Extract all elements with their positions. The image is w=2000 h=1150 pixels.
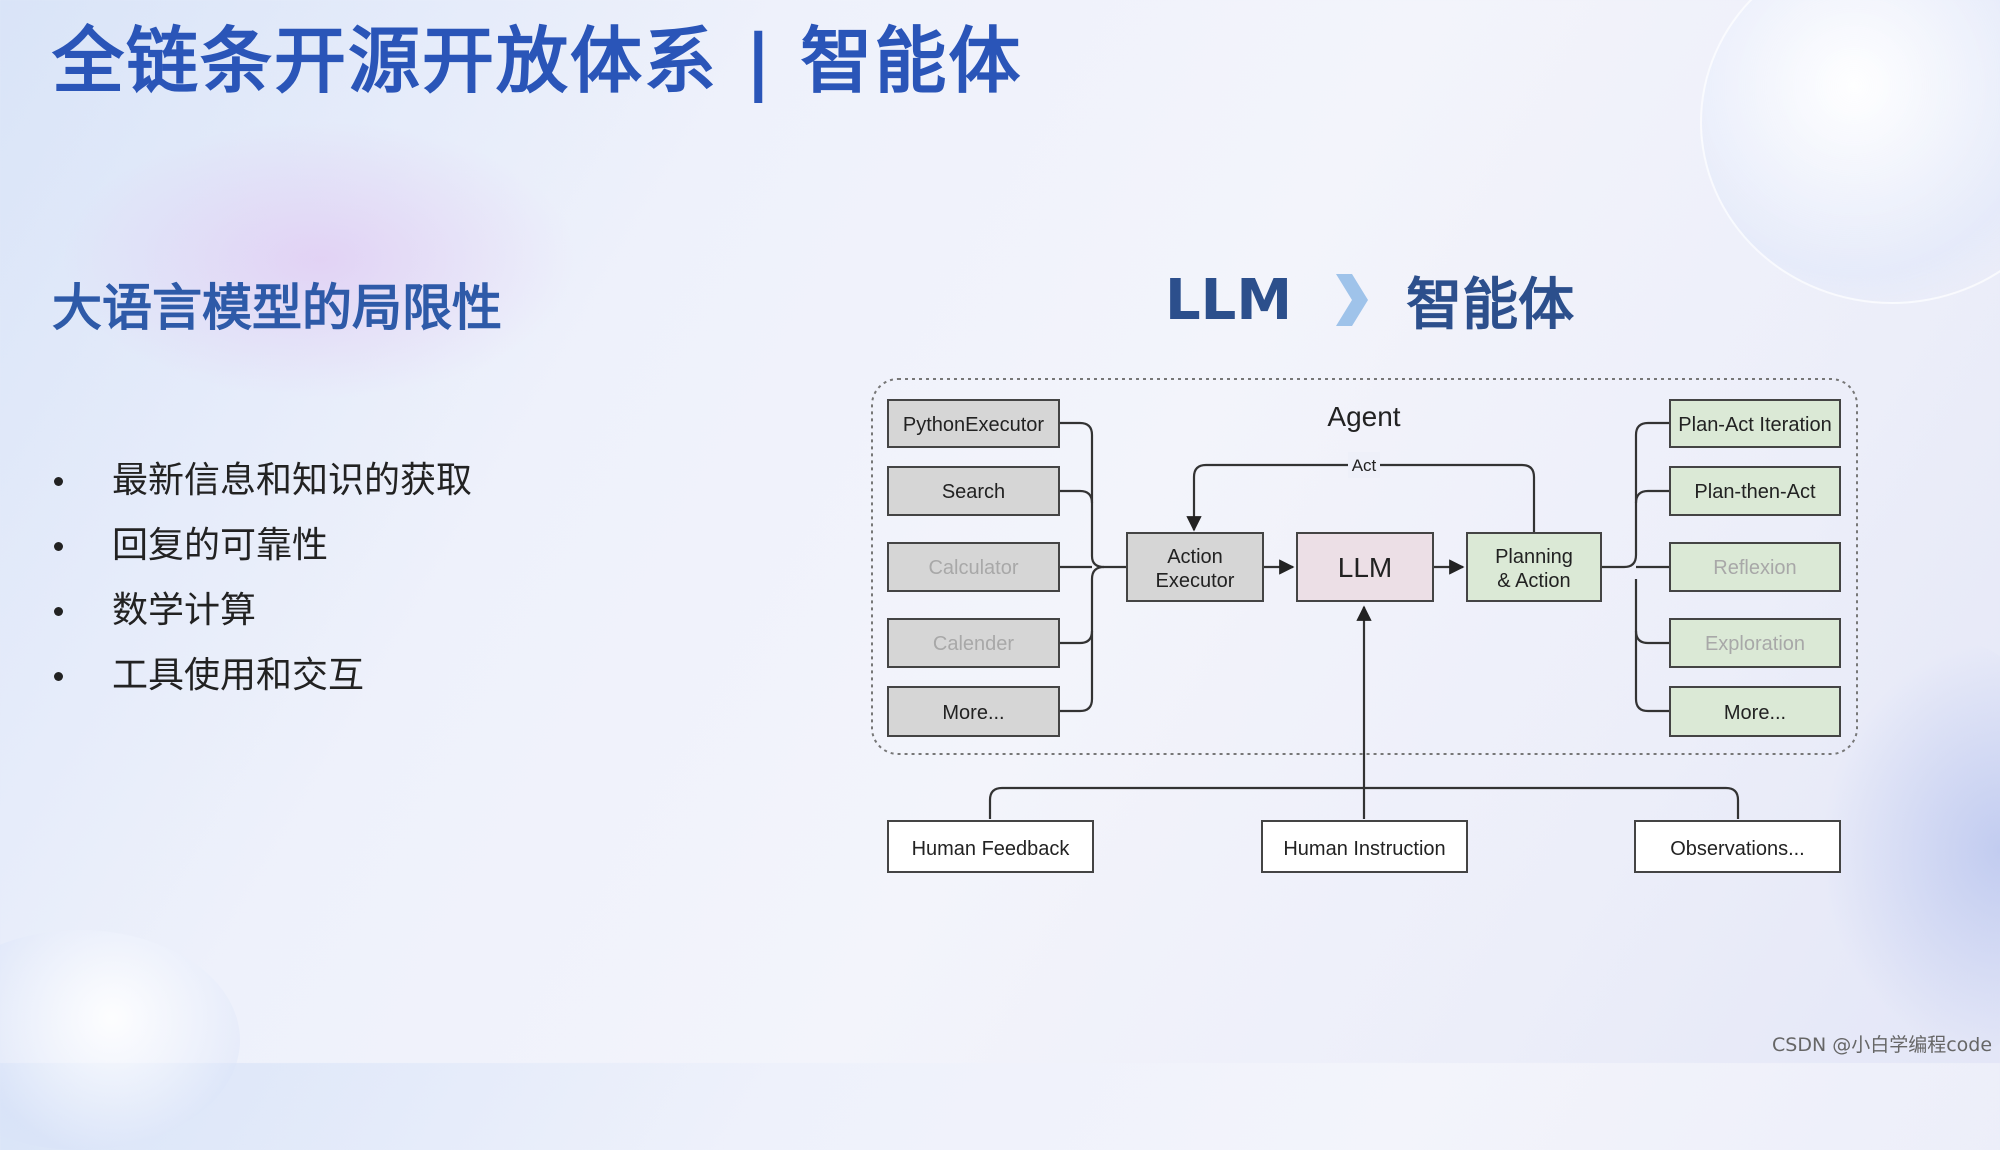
list-item: 数学计算 [48,578,472,643]
action-executor-box [1126,532,1264,602]
bullet-icon [54,477,63,486]
agent-heading-text: 智能体 [1406,272,1575,338]
act-label: Act [1352,456,1377,475]
tool-label: More... [942,702,1004,724]
action-executor-label: Action [1167,546,1223,568]
input-label: Human Instruction [1283,838,1445,860]
agent-label: Agent [1327,401,1400,432]
list-item: 工具使用和交互 [48,643,472,708]
chevron-right-icon [1336,274,1369,326]
list-item-text: 工具使用和交互 [112,655,365,696]
limitations-list: 最新信息和知识的获取 回复的可靠性 数学计算 工具使用和交互 [48,448,472,708]
list-item: 回复的可靠性 [48,513,472,578]
planning-label: Planning [1495,546,1573,568]
plan-label: More... [1724,702,1786,724]
input-label: Human Feedback [912,838,1071,860]
tool-more [887,686,1060,737]
llm-box [1296,532,1434,602]
tool-label: Calculator [928,557,1018,579]
tool-calender [887,618,1060,668]
list-item-text: 回复的可靠性 [112,525,329,566]
tool-python-executor [887,399,1060,448]
human-instruction-box [1261,820,1468,873]
limitations-heading: 大语言模型的局限性 [52,279,502,337]
slide-title: 全链条开源开放体系 | 智能体 [52,19,1023,103]
bullet-icon [54,672,63,681]
tool-search [887,466,1060,516]
act-label-background [1348,452,1380,478]
input-label: Observations... [1670,838,1805,860]
watermark: CSDN @小白学编程code [1772,1034,1993,1056]
agent-boundary [871,378,1858,755]
planning-action-box [1466,532,1602,602]
list-item: 最新信息和知识的获取 [48,448,472,513]
tool-calculator [887,542,1060,592]
llm-label: LLM [1338,552,1392,583]
tool-label: PythonExecutor [903,414,1045,436]
plan-label: Plan-then-Act [1694,481,1816,503]
plan-act-iteration-box [1669,399,1841,448]
tool-label: Calender [933,633,1015,655]
list-item-text: 数学计算 [112,590,257,631]
plan-label: Exploration [1705,633,1805,655]
tool-label: Search [942,481,1005,503]
plan-more-box [1669,686,1841,737]
agent-architecture-diagram: Agent Act PythonExecutor Search Calculat… [871,378,1858,873]
llm-to-agent-heading: LLM 智能体 [1165,265,1574,338]
plan-label: Reflexion [1713,557,1796,579]
planning-label: & Action [1497,570,1570,592]
action-executor-label: Executor [1156,570,1235,592]
human-feedback-box [887,820,1094,873]
plan-label: Plan-Act Iteration [1678,414,1831,436]
llm-heading-text: LLM [1165,267,1293,333]
bullet-icon [54,542,63,551]
bullet-icon [54,607,63,616]
exploration-box [1669,618,1841,668]
plan-then-act-box [1669,466,1841,516]
list-item-text: 最新信息和知识的获取 [112,460,473,501]
observations-box [1634,820,1841,873]
reflexion-box [1669,542,1841,592]
